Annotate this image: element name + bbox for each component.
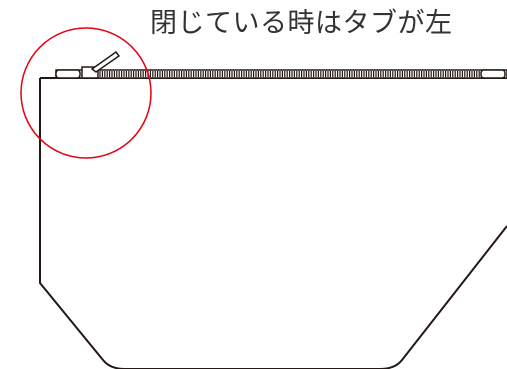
zipper-end-stop (480, 69, 506, 79)
highlight-circle (20, 27, 152, 159)
zipper-teeth (99, 71, 480, 77)
caption-text: 閉じている時はタブが左 (150, 8, 453, 39)
pouch-outline (39, 78, 507, 369)
zipper-left-end (55, 69, 81, 79)
zipper-pull-tab-icon (81, 50, 121, 79)
